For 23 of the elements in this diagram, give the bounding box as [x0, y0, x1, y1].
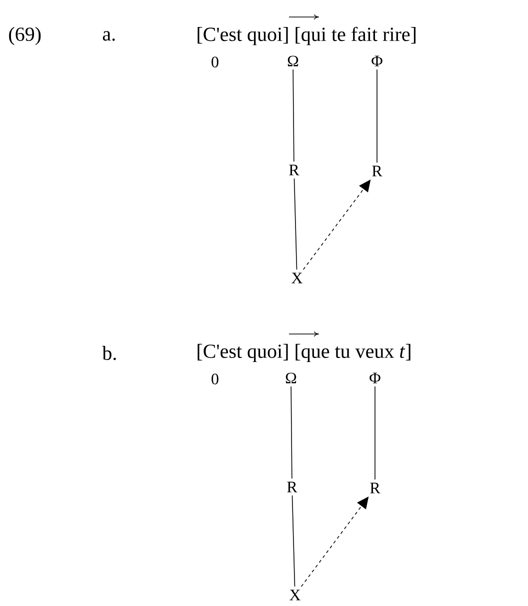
sentence: [C'est quoi] [que tu veux t] — [198, 344, 410, 362]
tree-line — [292, 495, 296, 587]
tree-line — [294, 178, 298, 270]
tree-line — [292, 69, 294, 162]
item-letter: b. — [102, 346, 116, 360]
tree-line — [290, 386, 292, 479]
tree-line — [376, 69, 378, 163]
tree-label: R — [370, 482, 380, 494]
tree-label: Ω — [286, 372, 296, 384]
tree-label: X — [290, 590, 300, 600]
sentence: [C'est quoi] [qui te fait rire] — [198, 26, 416, 46]
tree-label: X — [292, 272, 302, 284]
tree-label: Φ — [370, 372, 380, 384]
tree-label: Ω — [288, 56, 298, 66]
subscript-zero: 0 — [212, 374, 218, 384]
tree-label: Φ — [372, 56, 382, 66]
item-letter: a. — [102, 31, 115, 41]
tree-label: R — [287, 482, 298, 492]
tree-line — [374, 386, 376, 480]
tree-label: R — [372, 166, 382, 176]
subscript-zero: 0 — [212, 56, 218, 68]
tree-label: R — [289, 164, 300, 176]
example-number: (69) — [9, 26, 41, 46]
